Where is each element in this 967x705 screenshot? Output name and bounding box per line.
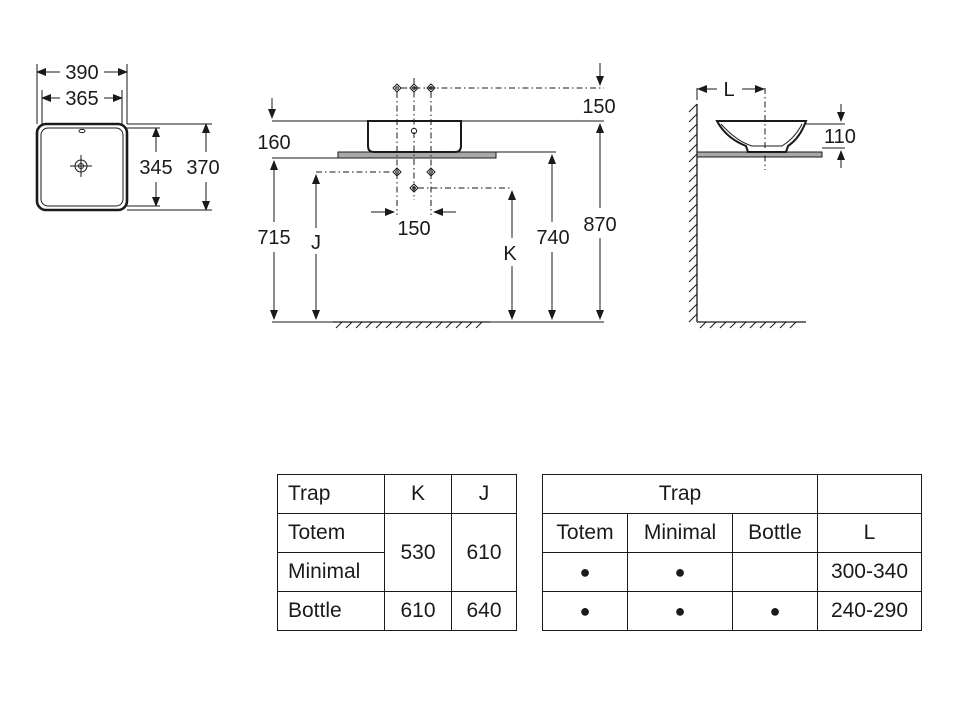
table-row: Totem Minimal Bottle L [542,513,922,553]
basin-inner-top [40,127,124,207]
cell-totem-dot: ● [542,552,628,592]
table-row: ● ● ● 240-290 [542,591,922,631]
dim-160-label: 160 [257,132,290,154]
cell-minimal-dot: ● [627,552,733,592]
dim-j-label: J [311,232,321,254]
table-row: Bottle 610 640 [277,591,517,631]
dim-740-label: 740 [536,227,569,249]
cell-l-range: 240-290 [817,591,922,631]
cell-l-range: 300-340 [817,552,922,592]
dim-365-label: 365 [65,88,98,110]
cell-k-bottle: 610 [384,591,452,631]
table-row: ● ● 300-340 [542,552,922,592]
front-view: 150 160 715 J 150 K 740 870 [257,63,617,329]
header-j: J [451,474,517,514]
cell-j-bottle: 640 [451,591,517,631]
cell-bottle-empty [732,552,818,592]
table-row: Totem 530 610 [277,513,517,592]
dim-870-label: 870 [583,214,616,236]
drain-icon [70,155,92,177]
dim-715-label: 715 [257,227,290,249]
basin-side [715,120,808,153]
header-minimal: Minimal [627,513,733,553]
wall-hatch [688,103,698,323]
cell-minimal-dot: ● [627,591,733,631]
table-row: Trap K J [277,474,517,514]
row-trap-minimal: Minimal [277,552,385,592]
floor-hatch [335,321,483,329]
top-view: 390 365 345 370 [35,62,220,212]
dim-k-label: K [503,243,517,265]
row-trap-bottle: Bottle [277,591,385,631]
dim-110-label: 110 [824,126,856,148]
dim-150-center-label: 150 [397,218,430,240]
header-empty-cell [817,474,922,514]
trap-kj-table: Trap K J Totem 530 610 Minimal Bottle 61… [277,474,517,631]
dim-150-top-label: 150 [582,96,615,118]
side-floor-hatch [699,321,797,329]
dim-l-label: L [723,79,734,101]
cell-bottle-dot: ● [732,591,818,631]
row-trap-totem: Totem [277,513,385,553]
header-totem: Totem [542,513,628,553]
cell-k-totem-minimal: 530 [384,513,452,592]
cell-j-totem-minimal: 610 [451,513,517,592]
side-view: L 110 [688,79,856,329]
cell-totem-dot: ● [542,591,628,631]
technical-drawing: 390 365 345 370 [35,62,856,329]
header-l: L [817,513,922,553]
dim-390-label: 390 [65,62,98,84]
header-bottle: Bottle [732,513,818,553]
dim-345-label: 345 [139,157,172,179]
overflow-hole [78,128,86,134]
header-trap: Trap [277,474,385,514]
header-k: K [384,474,452,514]
table-row: Trap [542,474,922,514]
basin-outline-top [35,122,129,212]
trap-l-table: Trap Totem Minimal Bottle L ● ● 300-340 … [542,474,922,631]
header-trap-group: Trap [542,474,818,514]
dim-370-label: 370 [186,157,219,179]
